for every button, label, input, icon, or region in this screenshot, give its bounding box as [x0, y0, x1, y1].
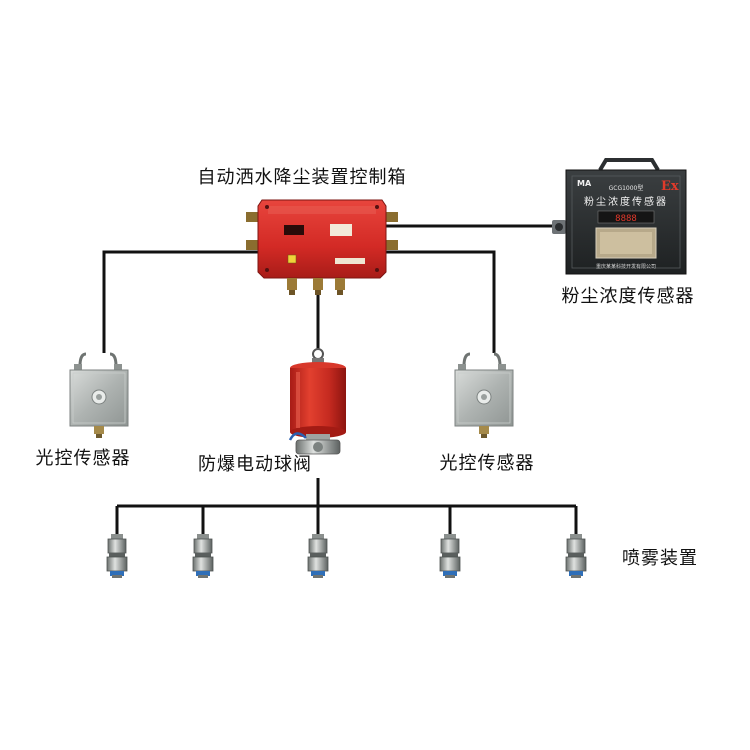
line-box-to-right-sensor: [385, 250, 496, 353]
light-sensor-right: [454, 352, 514, 438]
light-sensor-left: [69, 352, 129, 438]
light-sensor-right-label: 光控传感器: [440, 453, 535, 474]
dust-sensor-ma-mark: MA: [577, 179, 592, 188]
connection-lines: [102, 224, 578, 535]
dust-sensor-ex-mark: Ex: [661, 179, 679, 194]
dust-sensor-maker: 重庆某某科技开发有限公司: [596, 263, 656, 270]
dust-sensor-display: [597, 210, 655, 224]
spray-device-label: 喷雾装置: [622, 548, 698, 569]
dust-sensor-model: GCG1000型: [609, 184, 644, 192]
ball-valve: [288, 348, 346, 455]
control-box-label: 自动洒水降尘装置控制箱: [198, 167, 407, 188]
spray-nozzles: [106, 534, 587, 578]
spray-nozzle: [307, 534, 329, 578]
dust-sensor-display-value: 8888: [615, 214, 637, 224]
spray-nozzle: [106, 534, 128, 578]
dust-sensor-title: 粉尘浓度传感器: [584, 195, 668, 208]
spray-nozzle: [565, 534, 587, 578]
ball-valve-label: 防爆电动球阀: [198, 454, 312, 475]
line-box-to-left-sensor: [102, 250, 260, 353]
control-box: [246, 199, 398, 295]
light-sensor-left-label: 光控传感器: [36, 448, 131, 469]
dust-sensor: MA Ex GCG1000型 粉尘浓度传感器 8888 重庆某某科技开发有限公司: [552, 158, 687, 275]
spray-nozzle: [192, 534, 214, 578]
spray-nozzle: [439, 534, 461, 578]
dust-sensor-label: 粉尘浓度传感器: [562, 286, 695, 307]
